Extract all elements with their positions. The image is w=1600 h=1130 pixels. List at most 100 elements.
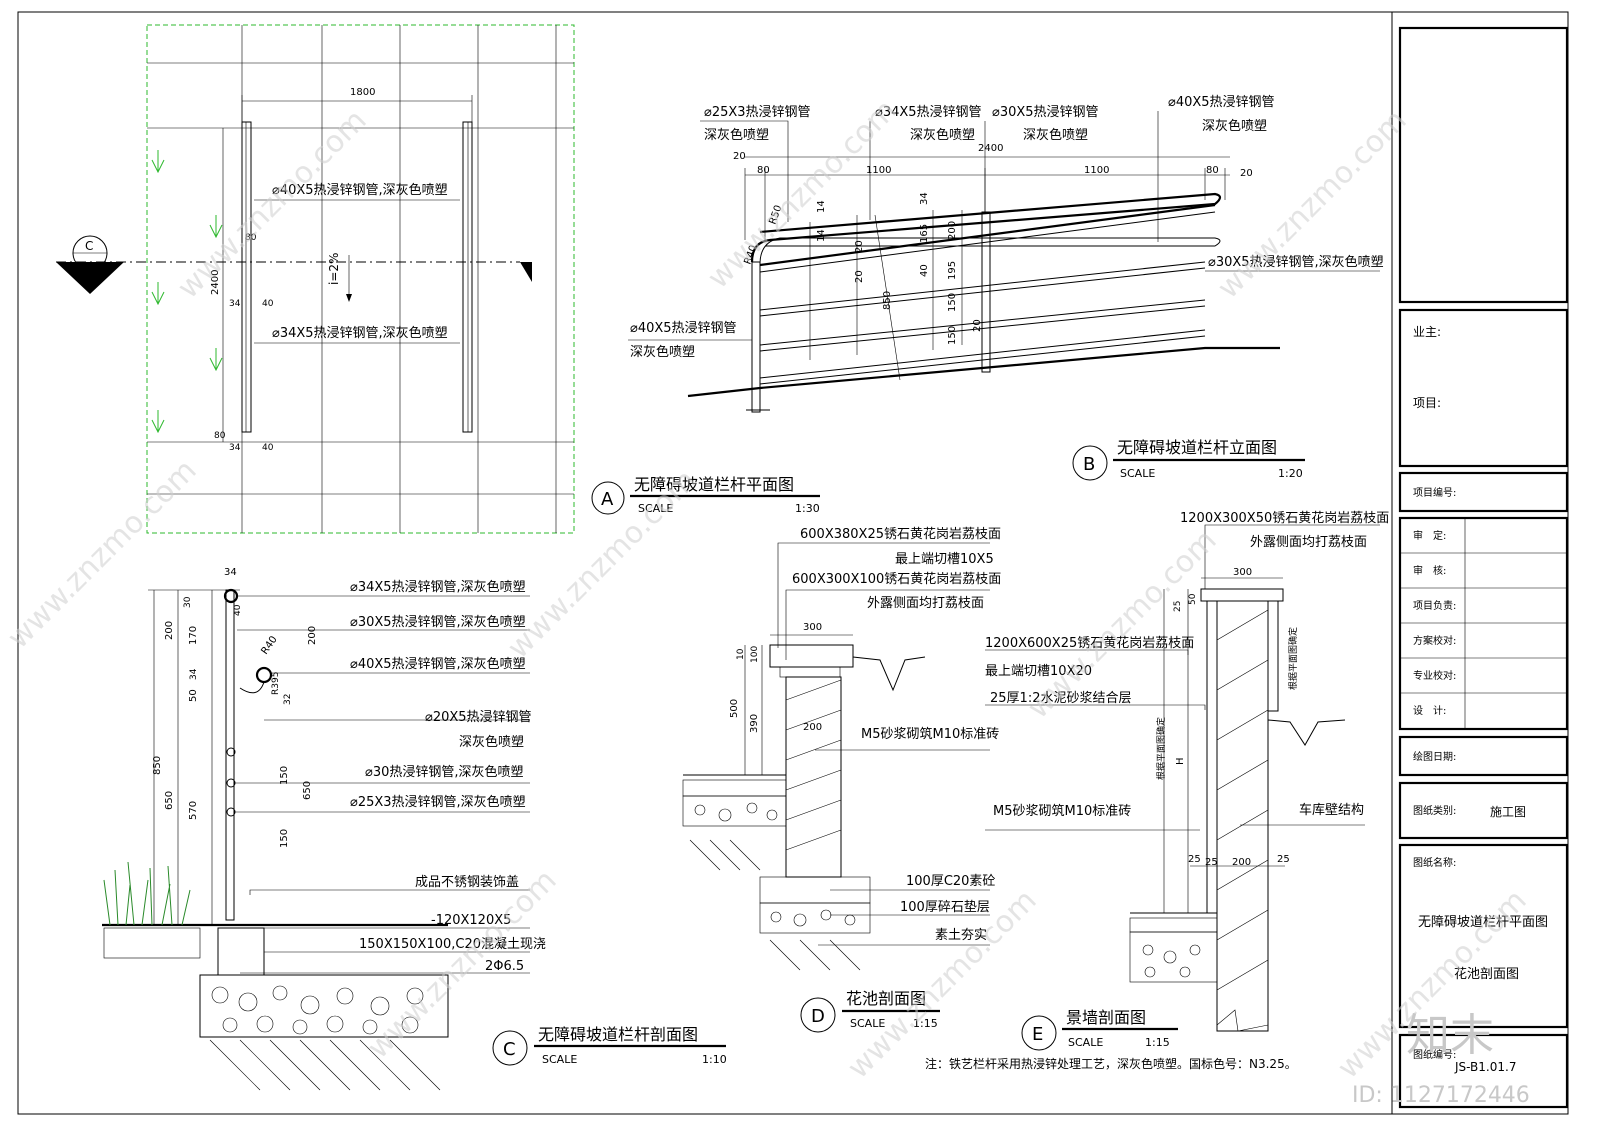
section-d-dim-390: 390: [749, 714, 760, 733]
grass: [103, 861, 191, 926]
title-block: 业主: 项目: 项目编号: 审 定: 审 核: 项目负责: 方案校对: 专业校对…: [1391, 12, 1569, 1114]
elev-b-dim-20c: 20: [854, 240, 865, 253]
plan-a-green-boundary: [146, 24, 575, 534]
elev-b-dim-20d: 20: [854, 270, 865, 283]
section-c-dim-570: 570: [188, 801, 199, 820]
section-d-note-5: M5砂浆砌筑M10标准砖: [861, 726, 999, 742]
section-c-dim-200a: 200: [164, 621, 175, 640]
elev-b-dim-14b: 14: [816, 229, 827, 242]
section-e-dim-25c: 25: [1205, 857, 1218, 868]
section-c-note-3: ⌀40X5热浸锌钢管,深灰色喷塑: [350, 656, 526, 672]
tb-design: 设 计:: [1413, 704, 1446, 717]
section-c-dim-850: 850: [152, 756, 163, 775]
section-c: 34 30 200 170 200 50 34 850 650 570 150 …: [102, 567, 727, 1091]
tb-category: 图纸类别:: [1413, 804, 1456, 817]
tb-number-label: 图纸编号:: [1413, 1048, 1456, 1061]
plan-a-dim-34a: 34: [229, 299, 241, 309]
section-c-title-block: C 无障碍坡道栏杆剖面图 SCALE 1:10: [492, 1025, 727, 1066]
plan-a-dim-40b: 40: [262, 443, 274, 453]
section-d-dim-100: 100: [750, 646, 760, 663]
elev-b-note-1b: 深灰色喷塑: [704, 127, 769, 143]
section-c-marker: C: [503, 1039, 516, 1060]
section-e-v2: 根据平面图确定: [1287, 627, 1299, 690]
plan-a-dim-top: 1800: [350, 87, 375, 98]
section-d-marker: D: [811, 1006, 825, 1027]
section-c-dim-170: 170: [188, 626, 199, 645]
section-e-note-3: 1200X600X25锈石黄花岗岩荔枝面: [985, 635, 1194, 651]
section-c-note-4a: ⌀20X5热浸锌钢管: [425, 710, 532, 725]
elev-b-dim-1100a: 1100: [866, 165, 891, 176]
elev-b-dim-80b: 80: [1206, 165, 1219, 176]
section-e-dim-200: 200: [1232, 857, 1251, 868]
elev-b-title: 无障碍坡道栏杆立面图: [1117, 438, 1277, 457]
section-c-note-7: 成品不锈钢装饰盖: [415, 875, 519, 890]
section-c-dim-200b: 200: [307, 626, 318, 645]
section-e-note-5: 25厚1:2水泥砂浆结合层: [990, 691, 1131, 706]
section-c-dim-50: 50: [188, 689, 199, 702]
elev-b-marker: B: [1083, 454, 1095, 475]
section-c-note-4b: 深灰色喷塑: [459, 734, 524, 750]
section-c-dim-650a: 650: [164, 791, 175, 810]
section-c-scale-label: SCALE: [542, 1053, 577, 1066]
section-c-dim-32: 32: [283, 694, 293, 705]
section-d-note-8: 素土夯实: [935, 928, 987, 943]
section-d-dim-10: 10: [736, 648, 746, 660]
tb-name-line1: 无障碍坡道栏杆平面图: [1418, 915, 1548, 930]
wm-brand: 知末: [1406, 1010, 1494, 1061]
tb-check: 审 核:: [1413, 564, 1446, 577]
tb-scheme: 方案校对:: [1413, 634, 1456, 647]
tb-project: 项目:: [1413, 396, 1441, 410]
elev-b-note-3b: 深灰色喷塑: [1023, 127, 1088, 143]
plan-a-scale-value: 1:30: [795, 502, 820, 515]
section-c-dim-150a: 150: [279, 766, 290, 785]
plan-a-dim-80b: 80: [214, 431, 226, 441]
tb-category-value: 施工图: [1490, 805, 1526, 819]
section-d-dim-200: 200: [803, 722, 822, 733]
section-c-note-5: ⌀30热浸锌钢管,深灰色喷塑: [365, 764, 524, 780]
elev-b-dim-1100b: 1100: [1084, 165, 1109, 176]
plan-a: 1800 2400 80 34 40 80 34 40 ⌀40X5热浸锌钢管,深…: [56, 24, 820, 534]
section-e-title: 景墙剖面图: [1066, 1008, 1146, 1027]
section-c-dim-30: 30: [183, 596, 193, 608]
plan-a-scale-label: SCALE: [638, 502, 673, 515]
elev-b-title-block: B 无障碍坡道栏杆立面图 SCALE 1:20: [1072, 438, 1305, 481]
section-c-note-6: ⌀25X3热浸锌钢管,深灰色喷塑: [350, 794, 526, 810]
elev-b-dim-14a: 14: [816, 200, 827, 213]
section-d-title-block: D 花池剖面图 SCALE 1:15: [800, 989, 940, 1033]
plan-a-title: 无障碍坡道栏杆平面图: [634, 475, 794, 494]
elevation-b: 2400 20 80 1100 1100 80 20 R50 R40 14 14…: [628, 95, 1384, 481]
elev-b-note-6a: ⌀40X5热浸锌钢管: [630, 321, 737, 336]
elev-b-note-3a: ⌀30X5热浸锌钢管: [992, 105, 1099, 120]
elev-b-note-2b: 深灰色喷塑: [910, 127, 975, 143]
tb-owner: 业主:: [1413, 325, 1441, 339]
drainage-arrows: [151, 150, 223, 434]
elev-b-dim-200: 200: [947, 221, 958, 240]
section-d-title: 花池剖面图: [846, 989, 926, 1008]
plan-a-marker: A: [601, 489, 614, 510]
section-e-note-6: M5砂浆砌筑M10标准砖: [993, 803, 1131, 819]
section-d: 300 10 100 500 390 200 600X380X25锈石黄花岗岩荔…: [682, 526, 1001, 1033]
section-c-dim-650b: 650: [302, 781, 313, 800]
plan-a-slope: i=2%: [327, 253, 341, 285]
section-c-note-9: 150X150X100,C20混凝土现浇: [359, 936, 546, 952]
section-mark-dash: —: [85, 260, 95, 271]
section-mark-c: C: [85, 239, 93, 253]
wm-url-7: www.znzmo.com: [361, 863, 564, 1066]
section-c-dim-40: 40: [233, 604, 243, 616]
tb-lead: 项目负责:: [1413, 599, 1456, 612]
tb-number: JS-B1.01.7: [1454, 1060, 1516, 1074]
section-cut-marker: C —: [56, 235, 532, 294]
tb-date: 绘图日期:: [1413, 750, 1456, 763]
section-e-dim-h: H: [1175, 757, 1186, 765]
plan-a-dim-80a: 80: [245, 233, 257, 243]
elev-b-dim-20e: 20: [972, 319, 983, 332]
section-e-title-block: E 景墙剖面图 SCALE 1:15: [1021, 1008, 1178, 1051]
elev-b-dim-195: 195: [947, 261, 958, 280]
section-c-note-1: ⌀34X5热浸锌钢管,深灰色喷塑: [350, 579, 526, 595]
section-d-note-4: 外露侧面均打荔枝面: [867, 596, 984, 611]
tb-project-no: 项目编号:: [1413, 486, 1456, 499]
section-c-scale-value: 1:10: [702, 1053, 727, 1066]
elev-b-note-2a: ⌀34X5热浸锌钢管: [875, 105, 982, 120]
wm-url-1: www.znzmo.com: [171, 103, 374, 306]
section-e-dim-300: 300: [1233, 567, 1252, 578]
